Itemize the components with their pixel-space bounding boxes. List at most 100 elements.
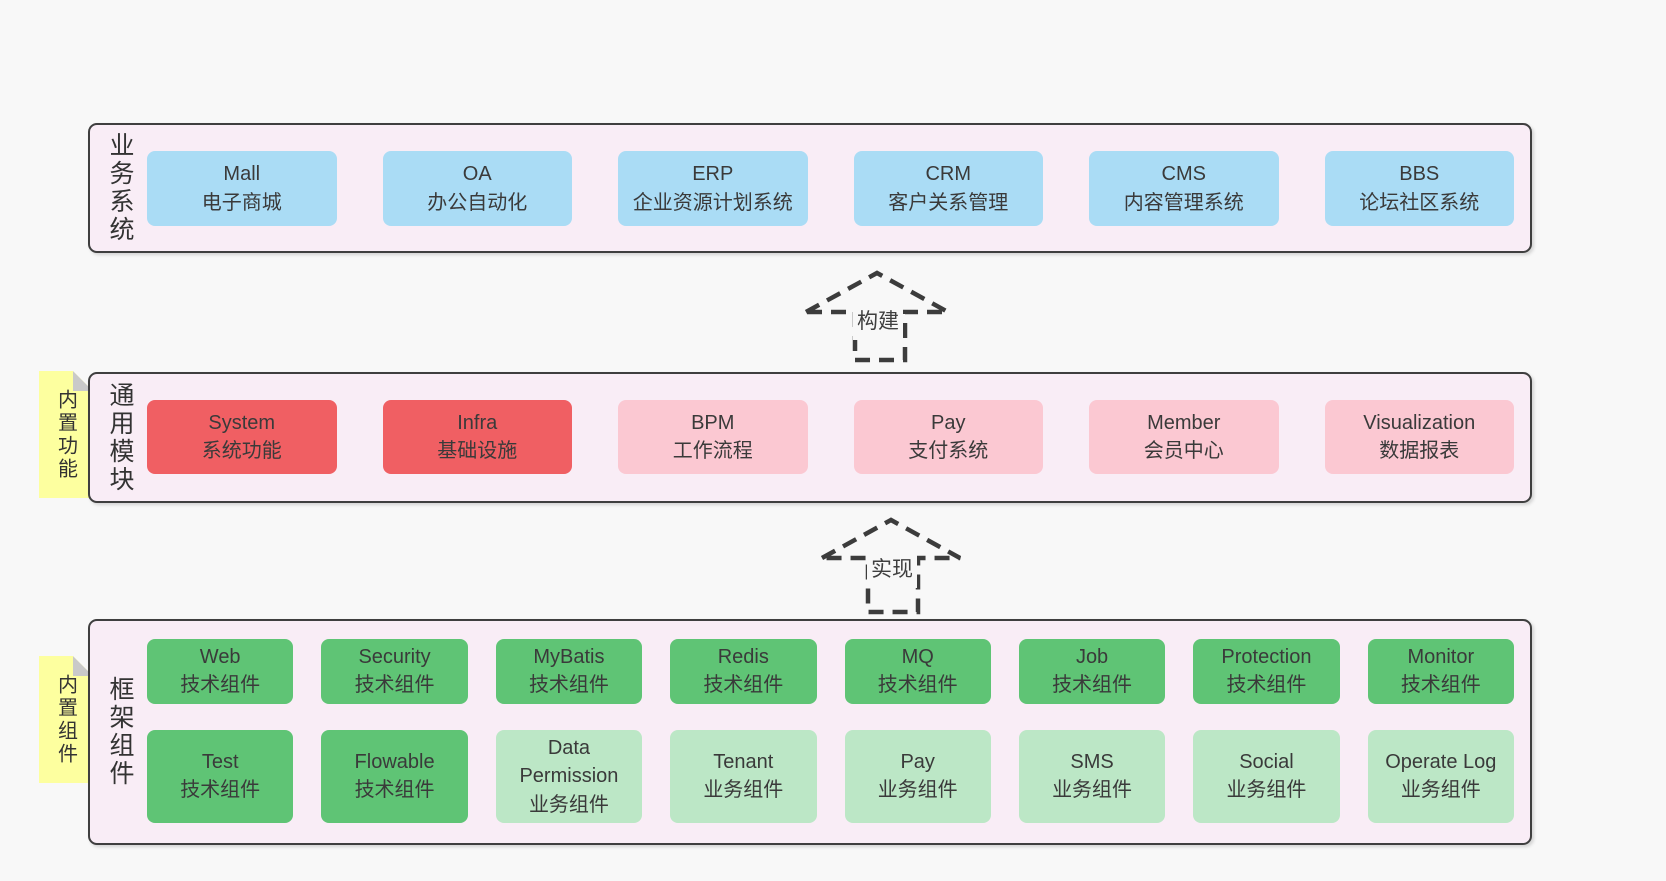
box-subtitle: 技术组件 <box>354 779 435 802</box>
box-erp: ERP 企业资源计划系统 <box>618 151 808 226</box>
build-arrow: 构建 <box>796 266 960 368</box>
box-subtitle: 内容管理系统 <box>1123 191 1244 214</box>
box-pay-component: Pay 业务组件 <box>844 729 991 823</box>
box-infra: Infra 基础设施 <box>382 400 572 474</box>
box-subtitle: 客户关系管理 <box>888 191 1009 214</box>
box-test: Test 技术组件 <box>147 729 294 823</box>
box-subtitle: 业务组件 <box>528 793 609 816</box>
box-title: Mall <box>223 163 261 186</box>
box-subtitle: 业务组件 <box>1052 779 1133 802</box>
box-title: Flowable <box>354 750 435 773</box>
layer-label: 通用模块 <box>106 381 134 494</box>
box-title: Test <box>201 750 239 773</box>
box-subtitle: 技术组件 <box>528 674 609 697</box>
box-title: System <box>208 411 276 434</box>
box-subtitle: 技术组件 <box>703 674 784 697</box>
box-mq: MQ 技术组件 <box>844 639 991 704</box>
tech-components-row: Web 技术组件 Security 技术组件 MyBatis 技术组件 Redi… <box>147 639 1514 704</box>
box-subtitle: 业务组件 <box>877 779 958 802</box>
box-subtitle: 数据报表 <box>1379 440 1460 462</box>
tab-builtin-features: 内置功能 <box>39 371 93 498</box>
box-data-permission: Data Permission 业务组件 <box>495 729 643 823</box>
box-bbs: BBS 论坛社区系统 <box>1324 151 1514 226</box>
box-mall: Mall 电子商城 <box>147 151 337 226</box>
box-title: Visualization <box>1363 411 1476 434</box>
business-components-row: Test 技术组件 Flowable 技术组件 Data Permission … <box>147 729 1514 823</box>
box-subtitle: 系统功能 <box>201 440 282 462</box>
box-title: Redis <box>717 646 769 668</box>
box-operate-log: Operate Log 业务组件 <box>1367 729 1514 823</box>
box-title: Infra <box>457 411 498 434</box>
box-web: Web 技术组件 <box>147 639 294 704</box>
box-sms: SMS 业务组件 <box>1018 729 1166 823</box>
box-subtitle: 技术组件 <box>877 674 958 697</box>
box-subtitle: 技术组件 <box>1400 674 1481 697</box>
box-oa: OA 办公自动化 <box>382 151 572 226</box>
tab-builtin-components: 内置组件 <box>39 656 93 783</box>
box-title: Social <box>1239 750 1294 773</box>
layer-business-systems: 业务系统 Mall 电子商城 OA 办公自动化 ERP 企业资源计划系统 CRM… <box>88 123 1532 253</box>
box-title: Security <box>358 646 431 668</box>
box-title: MQ <box>901 646 934 668</box>
box-title: CRM <box>925 163 972 186</box>
box-title: Pay <box>931 411 966 434</box>
box-title: Monitor <box>1407 646 1475 668</box>
box-subtitle: 工作流程 <box>672 440 753 462</box>
box-subtitle: 企业资源计划系统 <box>632 191 793 214</box>
layer-label: 业务系统 <box>106 132 134 244</box>
framework-component-boxes: Web 技术组件 Security 技术组件 MyBatis 技术组件 Redi… <box>147 639 1514 823</box>
box-subtitle: 支付系统 <box>908 440 989 462</box>
box-title: MyBatis <box>533 646 605 668</box>
box-crm: CRM 客户关系管理 <box>853 151 1043 226</box>
layer-common-modules: 通用模块 System 系统功能 Infra 基础设施 BPM 工作流程 Pay… <box>88 372 1532 503</box>
box-title: ERP <box>692 163 734 186</box>
box-subtitle: 电子商城 <box>201 191 282 214</box>
arrow-label: 构建 <box>853 300 903 340</box>
box-mybatis: MyBatis 技术组件 <box>495 639 643 704</box>
box-subtitle: 业务组件 <box>703 779 784 802</box>
box-subtitle: 会员中心 <box>1143 440 1224 462</box>
box-subtitle: 业务组件 <box>1226 779 1307 802</box>
box-subtitle: 技术组件 <box>1052 674 1133 697</box>
box-title: BPM <box>691 411 735 434</box>
box-title: Pay <box>900 750 935 773</box>
box-title: SMS <box>1070 750 1114 773</box>
business-system-boxes: Mall 电子商城 OA 办公自动化 ERP 企业资源计划系统 CRM 客户关系… <box>147 151 1514 226</box>
box-flowable: Flowable 技术组件 <box>321 729 468 823</box>
box-title: Tenant <box>713 750 774 773</box>
box-title: Web <box>199 646 241 668</box>
box-protection: Protection 技术组件 <box>1193 639 1340 704</box>
box-subtitle: 技术组件 <box>180 779 261 802</box>
box-title: BBS <box>1399 163 1440 186</box>
box-subtitle: 技术组件 <box>180 674 261 697</box>
tab-label: 内置组件 <box>54 673 77 766</box>
box-subtitle: 办公自动化 <box>427 191 528 214</box>
box-title: Operate Log <box>1385 750 1497 773</box>
box-social: Social 业务组件 <box>1193 729 1340 823</box>
box-pay-system: Pay 支付系统 <box>853 400 1043 474</box>
box-monitor: Monitor 技术组件 <box>1367 639 1514 704</box>
box-tenant: Tenant 业务组件 <box>670 729 817 823</box>
box-bpm: BPM 工作流程 <box>618 400 808 474</box>
box-redis: Redis 技术组件 <box>670 639 817 704</box>
box-job: Job 技术组件 <box>1018 639 1166 704</box>
box-title: CMS <box>1161 163 1206 186</box>
tab-label: 内置功能 <box>54 388 77 481</box>
box-title: Data Permission <box>519 736 619 788</box>
box-system: System 系统功能 <box>147 400 337 474</box>
box-visualization: Visualization 数据报表 <box>1324 400 1514 474</box>
box-subtitle: 业务组件 <box>1400 779 1481 802</box>
arrow-label: 实现 <box>867 548 917 588</box>
common-module-boxes: System 系统功能 Infra 基础设施 BPM 工作流程 Pay 支付系统… <box>147 400 1514 474</box>
box-title: Job <box>1075 646 1109 668</box>
box-subtitle: 技术组件 <box>1226 674 1307 697</box>
box-cms: CMS 内容管理系统 <box>1089 151 1279 226</box>
box-title: Protection <box>1221 646 1312 668</box>
layer-label: 框架组件 <box>106 676 134 788</box>
layer-framework-components: 框架组件 Web 技术组件 Security 技术组件 MyBatis 技术组件… <box>88 619 1532 845</box>
implement-arrow: 实现 <box>810 514 974 618</box>
box-member: Member 会员中心 <box>1089 400 1279 474</box>
box-security: Security 技术组件 <box>321 639 468 704</box>
box-subtitle: 技术组件 <box>354 674 435 697</box>
